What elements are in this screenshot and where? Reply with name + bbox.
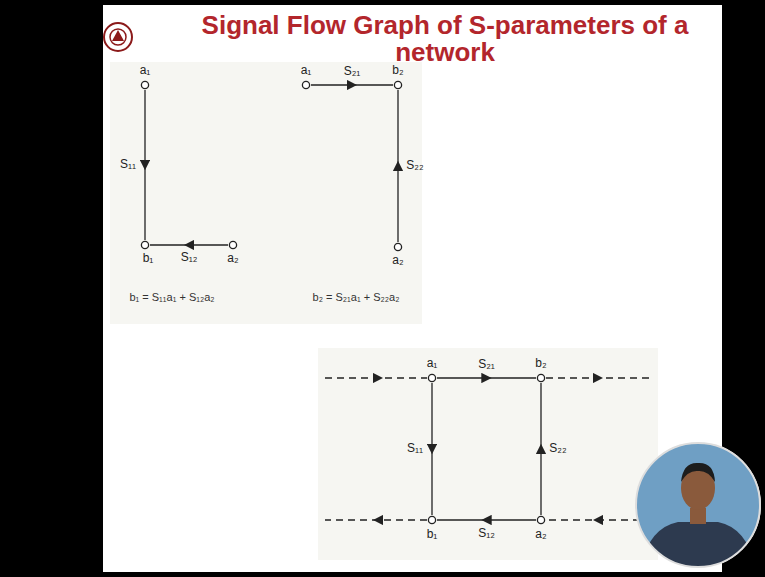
node-symbol	[427, 373, 437, 383]
node-circle	[428, 516, 435, 523]
node-label: a₂	[392, 254, 403, 267]
node-symbol	[228, 240, 238, 250]
presenter-neck	[690, 508, 706, 524]
figure-panel	[318, 348, 658, 560]
node-circle	[428, 374, 435, 381]
branch-gain: S₁₁	[407, 442, 423, 455]
node-symbol	[427, 515, 437, 525]
video-frame	[636, 443, 760, 567]
signal-node: a₁	[140, 80, 150, 90]
signal-node: a₂	[536, 515, 546, 525]
node-circle	[394, 81, 401, 88]
video-background	[630, 440, 765, 570]
signal-node: b₂	[393, 80, 403, 90]
signal-node: a₁	[301, 80, 311, 90]
equation-label: b₁ = S₁₁a₁ + S₁₂a₂	[129, 291, 214, 303]
node-circle	[141, 241, 148, 248]
incident-wave-stub	[325, 377, 427, 378]
branch-arrow	[397, 90, 398, 242]
signal-node: b₁	[140, 240, 150, 250]
node-circle	[141, 81, 148, 88]
branch-arrow	[437, 519, 536, 520]
branch-arrow	[431, 383, 432, 515]
node-label: a₂	[227, 252, 238, 265]
node-circle	[537, 374, 544, 381]
node-label: b₂	[392, 64, 403, 77]
branch-arrow	[540, 383, 541, 515]
reflected-wave-stub	[325, 519, 427, 520]
branch-gain: S₁₂	[478, 527, 495, 540]
institute-logo	[104, 23, 132, 51]
branch-arrow	[144, 90, 145, 240]
signal-node: a₁	[427, 373, 437, 383]
node-circle	[537, 516, 544, 523]
node-label: b₁	[143, 252, 154, 265]
slide-background	[103, 5, 722, 572]
node-label: a₁	[427, 357, 438, 370]
equation-label: b₂ = S₂₁a₁ + S₂₂a₂	[313, 291, 400, 303]
branch-arrow	[311, 84, 393, 85]
node-label: a₁	[301, 64, 312, 77]
node-circle	[394, 243, 401, 250]
signal-node: b₂	[536, 373, 546, 383]
branch-gain: S₂₁	[478, 358, 495, 371]
node-circle	[229, 241, 236, 248]
slide-title: Signal Flow Graph of S-parameters of a n…	[185, 12, 705, 67]
branch-gain: S₁₂	[181, 251, 198, 264]
node-circle	[302, 81, 309, 88]
node-label: b₁	[427, 528, 438, 541]
presenter-hair	[681, 463, 715, 482]
node-label: b₂	[535, 357, 546, 370]
presenter-body	[640, 522, 756, 570]
node-symbol	[393, 242, 403, 252]
branch-gain: S₂₂	[549, 442, 566, 455]
node-symbol	[536, 373, 546, 383]
node-label: a₂	[535, 528, 546, 541]
node-label: a₁	[140, 64, 151, 77]
logo-ring	[110, 29, 126, 45]
port-stubs	[325, 378, 652, 520]
node-symbol	[536, 515, 546, 525]
signal-node: a₂	[393, 242, 403, 252]
node-symbol	[140, 80, 150, 90]
signal-node: a₂	[228, 240, 238, 250]
presenter-video	[630, 440, 765, 570]
branch-arrow	[150, 244, 228, 245]
branch-gain: S₂₁	[344, 65, 361, 78]
branch-arrow	[437, 377, 536, 378]
branch-gain: S₁₁	[120, 158, 136, 171]
node-symbol	[393, 80, 403, 90]
node-symbol	[140, 240, 150, 250]
transmitted-wave-stub	[546, 377, 652, 378]
branch-gain: S₂₂	[406, 159, 423, 172]
logo-ring	[104, 23, 132, 51]
signal-node: b₁	[427, 515, 437, 525]
incident-wave-stub	[546, 519, 652, 520]
node-symbol	[301, 80, 311, 90]
figure-panel	[110, 62, 422, 324]
logo-emblem	[112, 30, 124, 41]
